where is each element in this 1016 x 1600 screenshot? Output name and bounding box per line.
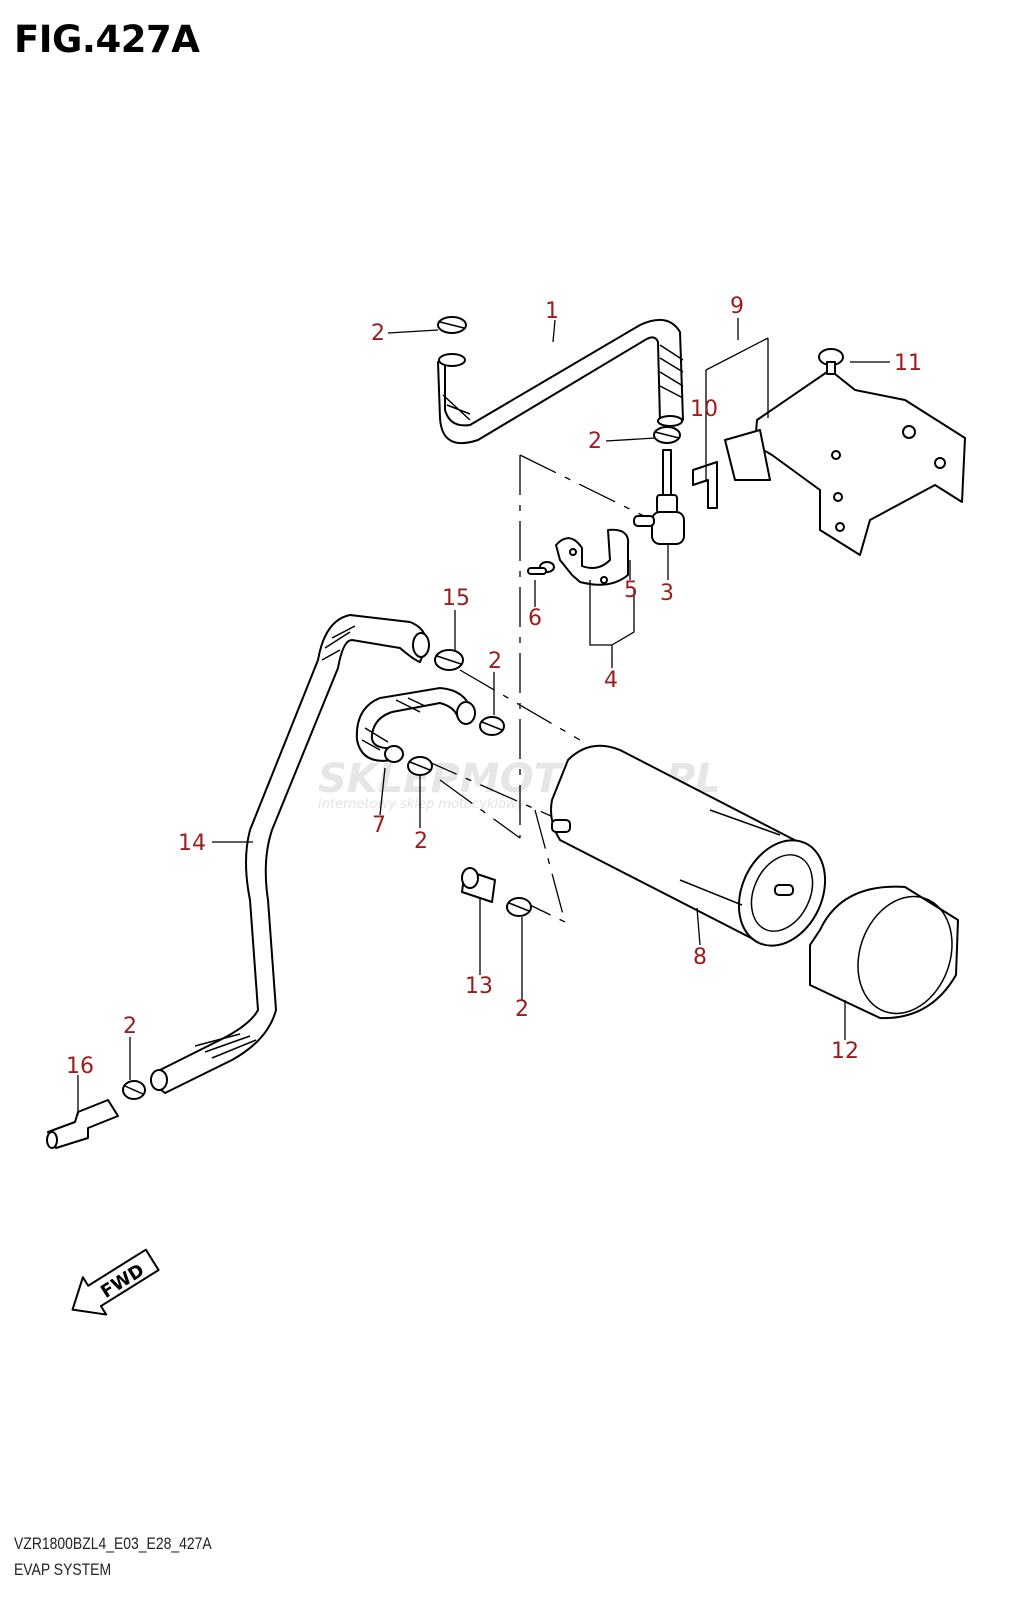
clamp-part-2-c [479,716,505,736]
callout-8: 8 [693,945,707,970]
callout-2: 2 [588,429,602,454]
callout-15: 15 [442,586,470,611]
clamp-part-2-b [653,426,681,444]
figure-name: EVAP SYSTEM [14,1560,112,1579]
callout-1: 1 [545,299,559,324]
figure-code: VZR1800BZL4_E03_E28_427A [14,1534,212,1553]
callout-11: 11 [894,351,922,376]
fwd-arrow-icon: FWD [71,1248,160,1316]
part-14-hose [150,614,430,1094]
watermark-tagline: internetowy sklep motocyklowy [318,797,525,812]
callout-3: 3 [660,581,674,606]
part-16-connector [46,1099,119,1149]
callout-4: 4 [604,668,618,693]
clamp-part-2-d [407,756,433,776]
part-11-bolt [818,348,844,375]
callout-7: 7 [372,813,386,838]
part-6-screw [527,561,555,575]
part-7-hose [355,687,476,763]
part-5-bracket [555,528,630,586]
callout-12: 12 [831,1039,859,1064]
callout-13: 13 [465,974,493,999]
callout-2: 2 [414,829,428,854]
callout-2: 2 [123,1014,137,1039]
callout-labels: 1 2 2 2 2 2 2 3 4 5 6 7 8 9 10 11 12 13 … [66,294,922,1079]
callout-6: 6 [528,606,542,631]
leader-lines [77,318,890,1115]
clamp-part-15 [434,649,464,671]
callout-9: 9 [730,294,744,319]
callout-2: 2 [488,649,502,674]
clamp-part-2-f [122,1080,146,1100]
callout-16: 16 [66,1054,94,1079]
callout-2: 2 [371,321,385,346]
part-3-valve [633,449,685,545]
clamp-icons [122,316,681,1100]
part-10-clip [692,461,718,509]
callout-10: 10 [690,397,718,422]
part-1-hose [437,318,684,445]
assembly-lines [419,454,653,924]
part-12-cover [809,885,959,1020]
part-13-pipe [461,867,496,903]
callout-5: 5 [624,578,638,603]
figure-title: FIG.427A [14,18,200,61]
part-8-canister [550,744,827,947]
clamp-part-2-e [506,897,532,917]
callout-2: 2 [515,997,529,1022]
clamp-part-2-a [437,316,467,334]
part-9-bracket [724,369,966,556]
callout-14: 14 [178,831,206,856]
